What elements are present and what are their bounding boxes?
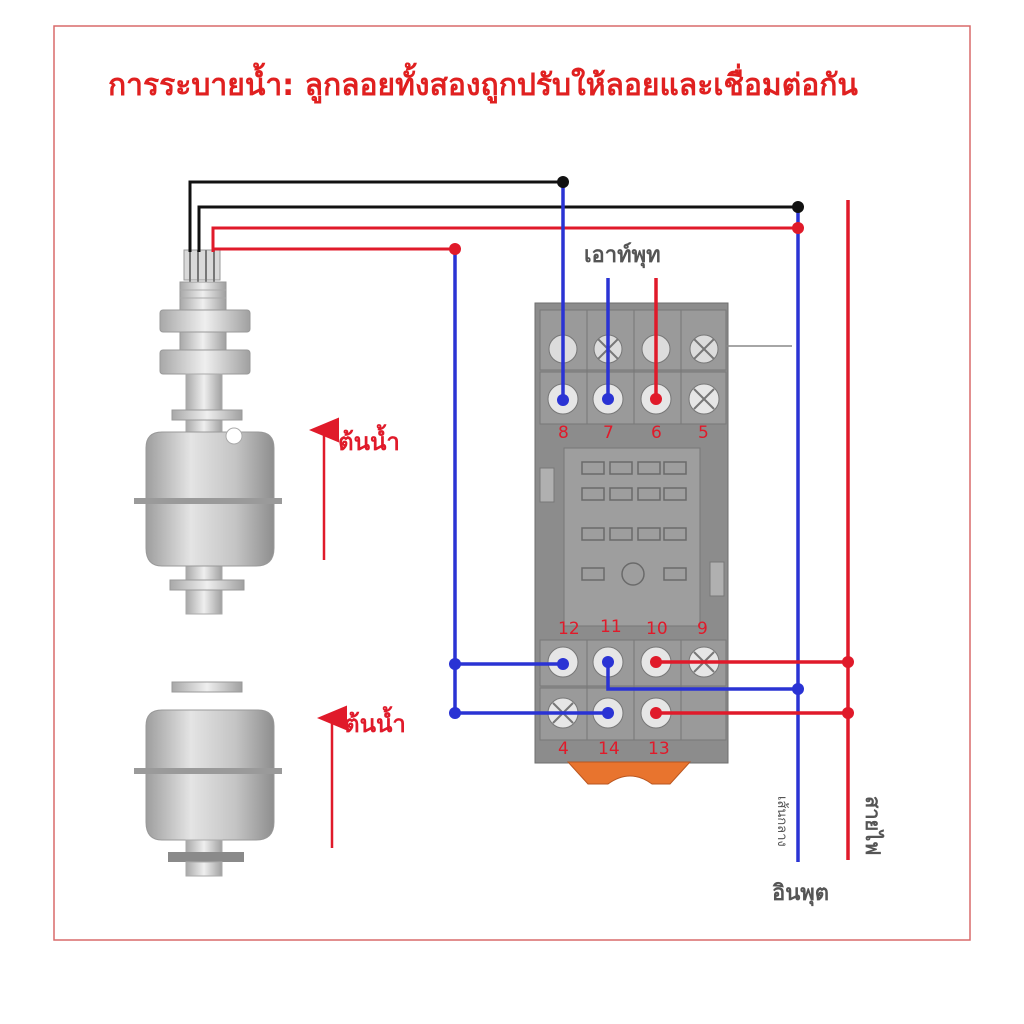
float-switch <box>134 249 282 877</box>
junction-dot <box>650 393 662 405</box>
junction-dot <box>449 658 461 670</box>
pin-label: 7 <box>603 423 614 443</box>
pin-label: 11 <box>600 617 622 637</box>
page-title: การระบายน้ำ: ลูกลอยทั้งสองถูกปรับให้ลอยแ… <box>108 62 858 104</box>
pin-label: 6 <box>651 423 662 443</box>
pin-label: 4 <box>558 739 569 759</box>
junction-dot <box>557 658 569 670</box>
junction-dot <box>557 394 569 406</box>
junction-dot <box>842 656 854 668</box>
junction-dot <box>557 176 569 188</box>
junction-dot <box>792 201 804 213</box>
wires <box>188 180 850 862</box>
junction-dot <box>449 707 461 719</box>
relay-pin-numbers: 8 7 6 5 12 11 10 9 4 14 13 <box>558 423 709 759</box>
junction-dot <box>449 243 461 255</box>
junction-dot <box>602 656 614 668</box>
junction-dot <box>792 683 804 695</box>
live-wire-label: สายไฟ <box>861 796 885 855</box>
pin-label: 5 <box>698 423 709 443</box>
neutral-wire-label: เส้นกลาง <box>774 796 789 847</box>
pin-label: 8 <box>558 423 569 443</box>
pin-label: 10 <box>646 619 668 639</box>
water-source-label-top: ต้นน้ำ <box>338 423 400 456</box>
water-source-label-bottom: ต้นน้ำ <box>344 705 406 738</box>
junction-dot <box>650 707 662 719</box>
junction-dot <box>792 222 804 234</box>
pin-label: 13 <box>648 739 670 759</box>
junction-dot <box>842 707 854 719</box>
pin-label: 12 <box>558 619 580 639</box>
junction-dot <box>602 393 614 405</box>
output-label: เอาท์พุท <box>584 242 661 269</box>
border-frame <box>53 25 971 941</box>
black-wire-2 <box>197 205 798 252</box>
red-wire-float <box>211 226 798 252</box>
pin-label: 14 <box>598 739 620 759</box>
black-wire-1 <box>188 180 563 252</box>
blue-wire-pin11 <box>606 662 798 691</box>
junction-dot <box>602 707 614 719</box>
junction-dots <box>449 176 854 719</box>
input-label: อินพุต <box>772 881 829 907</box>
pin-label: 9 <box>697 619 708 639</box>
junction-dot <box>650 656 662 668</box>
